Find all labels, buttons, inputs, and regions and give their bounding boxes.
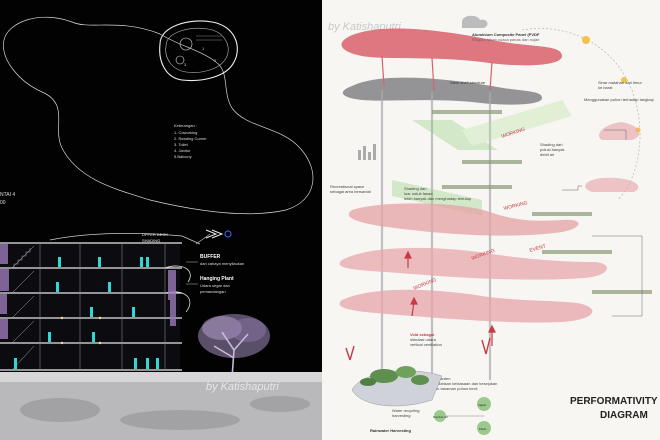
shading-label: SHADING — [142, 238, 160, 243]
annotation: polusi banyak — [540, 147, 564, 152]
side-label: NTAI 4 — [0, 192, 15, 198]
rainwater-label: Rainwater Harvesting — [370, 428, 411, 433]
buffer-title: BUFFER — [200, 254, 221, 260]
annotation: ke barat — [598, 85, 613, 90]
working-label: WORKING — [503, 200, 528, 212]
diagram-title: PERFORMATIVITY — [570, 396, 658, 407]
hanging-title: Hanging Plant — [200, 276, 234, 282]
annotation: Shading dari — [540, 142, 563, 147]
legend-item: 3. Toilet — [174, 142, 189, 147]
legend-item: 4. Janitor — [174, 148, 191, 153]
diagram-title: DIAGRAM — [600, 410, 648, 421]
svg-text:2: 2 — [214, 58, 217, 63]
annotation: Memindahkan kebiasaan dan kesejukan — [426, 381, 497, 386]
legend-item: 1. Coworking — [174, 130, 197, 135]
left-panel: 1 3 2 Keterangan : 1. Coworking 2. Readi… — [0, 0, 322, 440]
annotation: dengan tanaman pohon kecil — [426, 386, 477, 391]
floor-plan: 1 3 2 — [159, 20, 238, 82]
tree-illustration — [198, 314, 270, 379]
annotation: harvesting — [392, 413, 410, 418]
annotation: vertical ventilation — [410, 342, 442, 347]
hanging-desc: pemandangan — [200, 289, 226, 294]
roof-canopy: Aluminium Composite Panel (PVDF Ringan, … — [341, 28, 562, 105]
svg-text:3: 3 — [184, 62, 187, 67]
watermark: by Katishaputri — [206, 381, 279, 393]
annotation: sebagai area bersantai — [330, 189, 371, 194]
working-label: WORKING — [413, 277, 438, 292]
annotation: Void sebagai — [410, 332, 434, 337]
performativity-drawing: by Katishaputri Aluminium Composite Pane… — [328, 15, 658, 435]
legend-item: 2. Reading Corner — [174, 136, 207, 141]
side-label: 00 — [0, 200, 6, 206]
acp-title: Aluminium Composite Panel (PVDF — [472, 32, 540, 37]
acp-desc: Ringan, tahan cuaca panas dan hujan — [472, 37, 539, 42]
water-cycle: Sumber Air Irigasi Flush — [433, 397, 491, 435]
annotation: Water recycling — [392, 408, 419, 413]
annotation: debit air — [540, 152, 555, 157]
legend-item: 5.Balcony — [174, 154, 192, 159]
hanging-desc: Udara segar dan — [200, 283, 230, 288]
legend-heading: Keterangan : — [174, 123, 197, 128]
left-drawing: 1 3 2 Keterangan : 1. Coworking 2. Readi… — [0, 16, 322, 440]
annotation: Recreational space — [330, 184, 365, 189]
node-label: Irigasi — [478, 403, 486, 407]
steel-label: Steel shell structure — [450, 80, 486, 85]
svg-text:1: 1 — [202, 46, 205, 51]
annotation: Sinar matahari dari timur — [598, 80, 642, 85]
section-annotations: UPPER DECK SHADING BUFFER dari cahaya me… — [142, 229, 244, 294]
legend: Keterangan : 1. Coworking 2. Reading Cor… — [174, 123, 207, 159]
node-label: Sumber Air — [433, 415, 448, 419]
buffer-desc: dari cahaya menyilaukan — [200, 261, 244, 266]
upper-deck-label: UPPER DECK — [142, 232, 168, 237]
lower-garden — [345, 337, 491, 407]
annotation: sirkulasi udara — [410, 337, 437, 342]
annotation: Shading dari — [404, 186, 427, 191]
annotation: lebih banyak dan menghadap tertutup — [404, 196, 472, 201]
site-outline — [3, 16, 314, 214]
event-label: EVENT — [529, 244, 547, 254]
annotation: luar untuk fasad — [404, 191, 432, 196]
building-section — [0, 232, 201, 371]
annotation: Menggunakan pohon terhadap tangkap — [584, 97, 655, 102]
right-panel: by Katishaputri Aluminium Composite Pane… — [322, 0, 660, 440]
node-label: Flush — [479, 427, 487, 431]
